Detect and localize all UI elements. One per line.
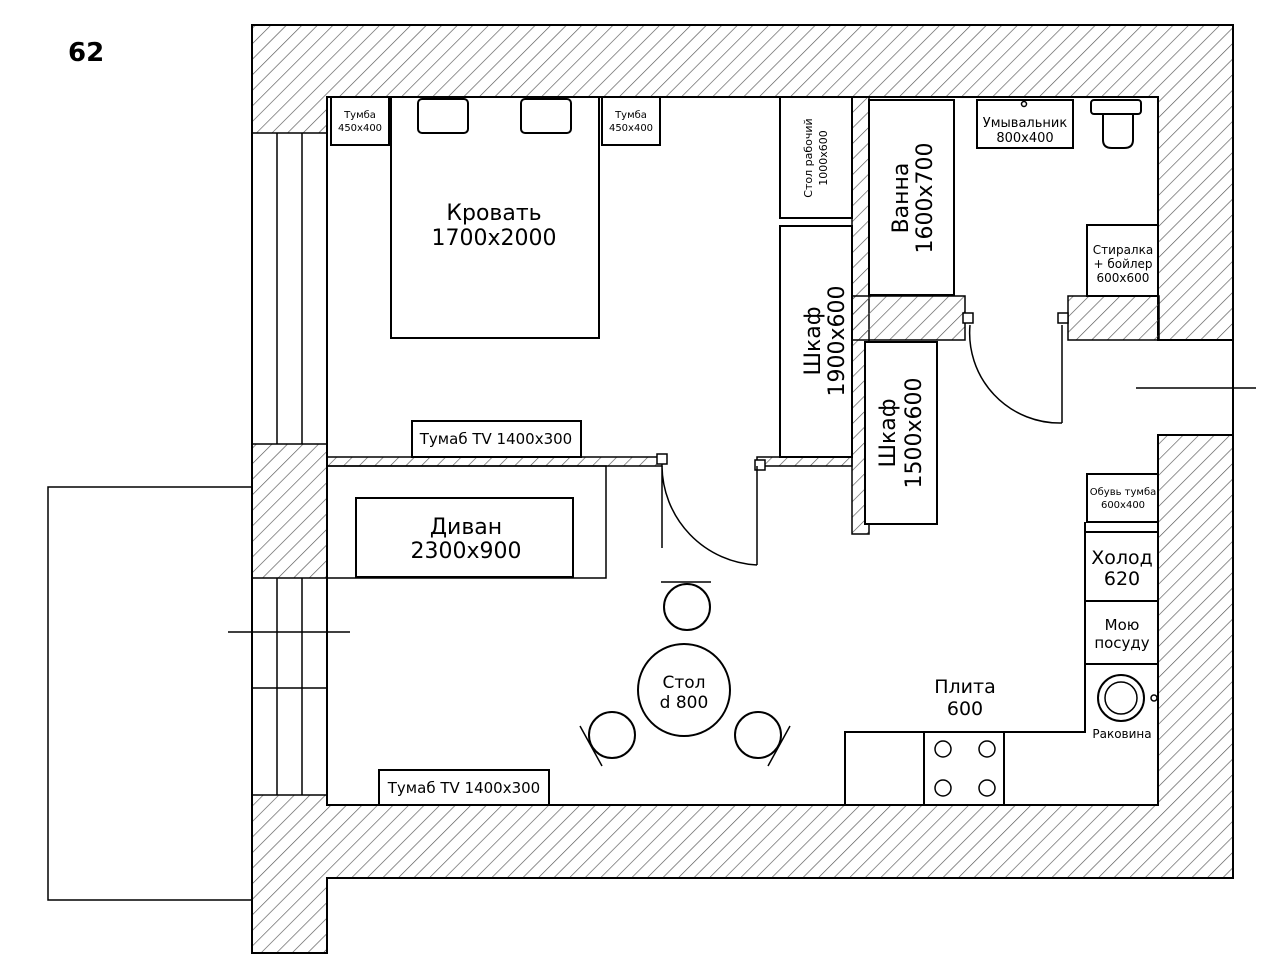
door-stop [1057, 312, 1069, 324]
washbasin [976, 99, 1074, 149]
fridge-size: 620 [1104, 568, 1140, 590]
bedroom: Тумба 450x400 Кровать 1700x2000 Тумба 45… [330, 96, 853, 458]
desk [779, 96, 853, 219]
sofa-size: 2300x900 [411, 539, 522, 564]
bed-size: 1700x2000 [432, 226, 557, 251]
window-upper [253, 133, 326, 444]
washbasin-name: Умывальник [983, 116, 1068, 131]
bathtub-size: 1600x700 [913, 143, 938, 254]
dishwasher-line1: Мою [1105, 616, 1140, 634]
burner [978, 740, 996, 758]
washer-line2: + бойлер [1093, 257, 1152, 271]
tv-stand-living-label: Тумаб TV 1400x300 [387, 779, 540, 797]
window-frames [251, 132, 328, 796]
hallway: Шкаф 1500x600 Обувь тумба 600x400 [864, 341, 1159, 525]
wardrobe-hall [864, 341, 938, 525]
chair-top [663, 583, 711, 631]
pillow-left [417, 98, 469, 134]
burner [978, 779, 996, 797]
window-lower [253, 578, 326, 795]
chair-right [734, 711, 782, 759]
plan-number: 62 [68, 38, 104, 68]
nightstand-left-size: 450x400 [338, 123, 382, 134]
sofa-name: Диван [430, 515, 502, 540]
wardrobe-hall-name: Шкаф [876, 398, 901, 467]
washbasin-tap [1020, 100, 1028, 108]
shoe-cabinet-size: 600x400 [1101, 500, 1145, 511]
shoe-cabinet-name: Обувь тумба [1090, 487, 1157, 498]
door-stop [962, 312, 974, 324]
stove-name: Плита [934, 676, 996, 698]
doors [661, 324, 1063, 566]
washbasin-size: 800x400 [996, 131, 1053, 146]
washer-size: 600x600 [1097, 271, 1150, 285]
partition-bath-right [1067, 295, 1160, 341]
walls [47, 24, 1256, 954]
table-name: Стол [662, 673, 705, 693]
nightstand-left-name: Тумба [343, 110, 376, 121]
stove-size: 600 [947, 698, 983, 720]
dining-set: Стол d 800 [579, 581, 791, 767]
dishwasher [1084, 600, 1159, 665]
shoe-cabinet [1086, 473, 1159, 523]
nightstand-right-name: Тумба [614, 110, 647, 121]
door-stop [754, 459, 766, 471]
wardrobe-bedroom-size: 1900x600 [825, 286, 850, 397]
washer-boiler [1086, 224, 1159, 297]
dining-table [637, 643, 731, 737]
tv-stand-bedroom-label: Тумаб TV 1400x300 [419, 430, 572, 448]
sink-name: Раковина [1092, 727, 1151, 741]
desk-name: Стол рабочий [802, 118, 815, 197]
tv-stand-living [378, 769, 550, 806]
outer-wall [251, 24, 1234, 954]
partition-bedroom-living-left [326, 456, 663, 467]
wardrobe-hall-size: 1500x600 [902, 378, 927, 489]
table-size: d 800 [660, 693, 709, 713]
washer-line1: Стиралка [1093, 243, 1153, 257]
dishwasher-line2: посуду [1094, 634, 1149, 652]
bed [390, 96, 600, 339]
bathtub [868, 99, 955, 296]
burner [934, 740, 952, 758]
balcony [47, 486, 252, 901]
nightstand-left [330, 96, 390, 146]
pillow-right [520, 98, 572, 134]
bed-name: Кровать [446, 201, 541, 226]
tv-stand-bedroom [411, 420, 582, 458]
nightstand-right-size: 450x400 [609, 123, 653, 134]
sofa [355, 497, 574, 578]
chair-left [588, 711, 636, 759]
wardrobe-bedroom [779, 225, 853, 458]
bathroom-door [968, 324, 1063, 424]
bedroom-door [661, 465, 758, 566]
bathroom: Ванна 1600x700 Умывальник 800x400 Стирал… [868, 99, 1159, 297]
wardrobe-bedroom-name: Шкаф [801, 306, 826, 375]
toilet [1090, 99, 1142, 149]
partition-bedroom-living-right [756, 456, 853, 467]
fridge-name: Холод [1091, 547, 1153, 569]
door-stop [656, 453, 668, 465]
sink [1097, 674, 1158, 722]
desk-size: 1000x600 [817, 130, 830, 186]
fridge [1084, 531, 1159, 602]
nightstand-right [601, 96, 661, 146]
bathtub-name: Ванна [889, 163, 914, 234]
living-kitchen: Диван 2300x900 Стол d 800 Тумаб TV 1400x… [355, 497, 1159, 806]
partition-bath-left [851, 295, 966, 341]
burner [934, 779, 952, 797]
